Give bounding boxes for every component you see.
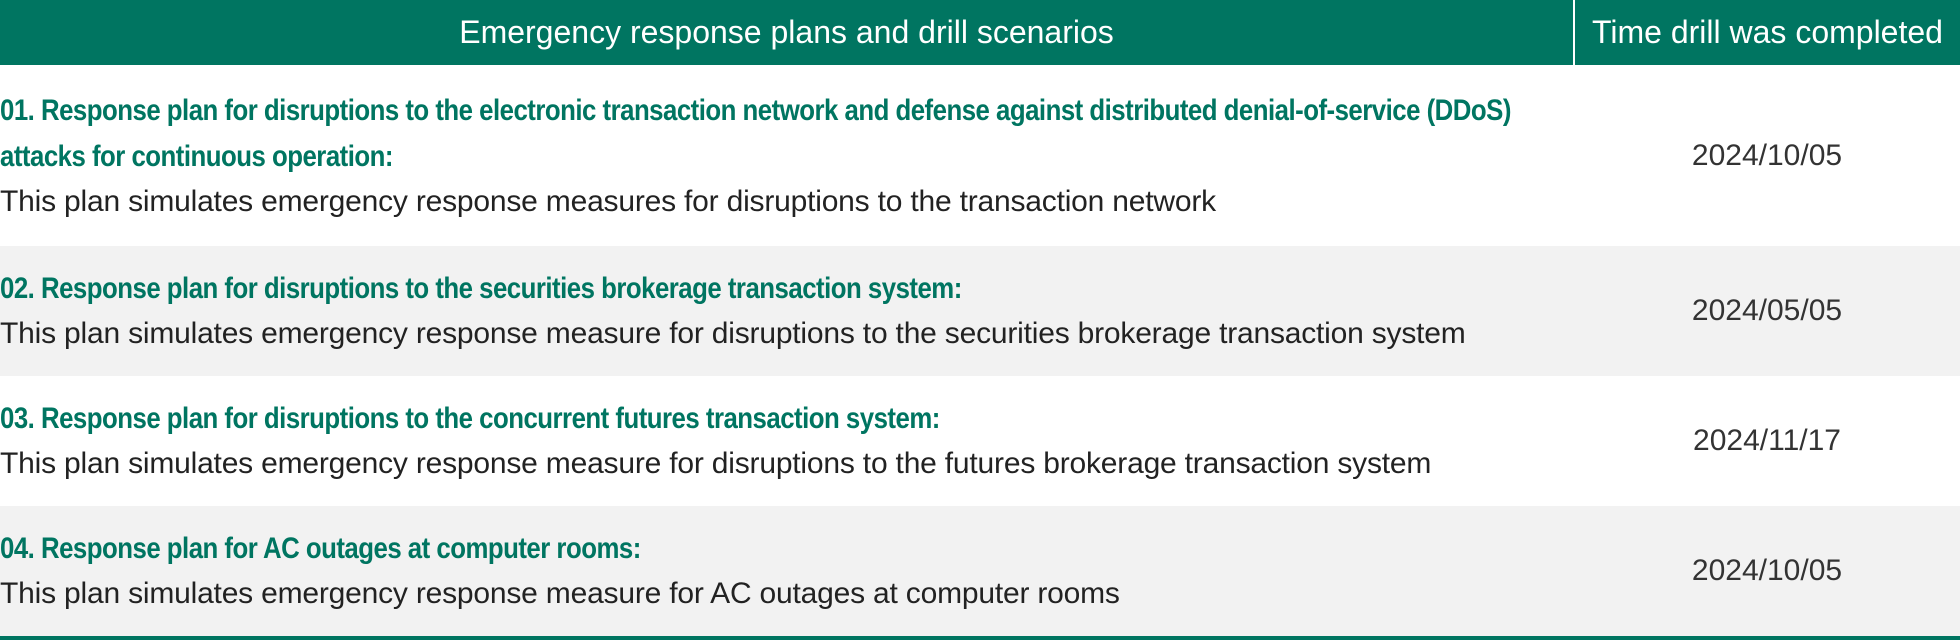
table-row: 01. Response plan for disruptions to the…: [0, 65, 1960, 246]
table-header: Emergency response plans and drill scena…: [0, 0, 1960, 65]
header-row: Emergency response plans and drill scena…: [0, 0, 1960, 65]
table-row: 03. Response plan for disruptions to the…: [0, 376, 1960, 506]
plan-cell: 02. Response plan for disruptions to the…: [0, 246, 1574, 376]
table-body: 01. Response plan for disruptions to the…: [0, 65, 1960, 640]
plan-title: 03. Response plan for disruptions to the…: [0, 402, 940, 435]
plan-description: This plan simulates emergency response m…: [0, 184, 1216, 218]
plan-cell: 01. Response plan for disruptions to the…: [0, 65, 1574, 246]
plan-title: 02. Response plan for disruptions to the…: [0, 272, 962, 305]
drill-date: 2024/11/17: [1693, 424, 1841, 457]
plan-title: 04. Response plan for AC outages at comp…: [0, 532, 641, 565]
plan-cell: 04. Response plan for AC outages at comp…: [0, 506, 1574, 640]
plan-title: 01. Response plan for disruptions to the…: [0, 93, 1511, 173]
table-row: 04. Response plan for AC outages at comp…: [0, 506, 1960, 640]
plan-description: This plan simulates emergency response m…: [0, 447, 1432, 480]
plan-cell: 03. Response plan for disruptions to the…: [0, 376, 1574, 506]
table-row: 02. Response plan for disruptions to the…: [0, 246, 1960, 376]
drill-date: 2024/05/05: [1574, 246, 1960, 376]
header-time: Time drill was completed: [1574, 0, 1960, 65]
plan-description: This plan simulates emergency response m…: [0, 577, 1120, 610]
drill-date: 2024/10/05: [1574, 506, 1960, 640]
drill-date: 2024/10/05: [1691, 138, 1843, 172]
plan-description: This plan simulates emergency response m…: [0, 317, 1466, 350]
header-plans: Emergency response plans and drill scena…: [0, 0, 1575, 65]
